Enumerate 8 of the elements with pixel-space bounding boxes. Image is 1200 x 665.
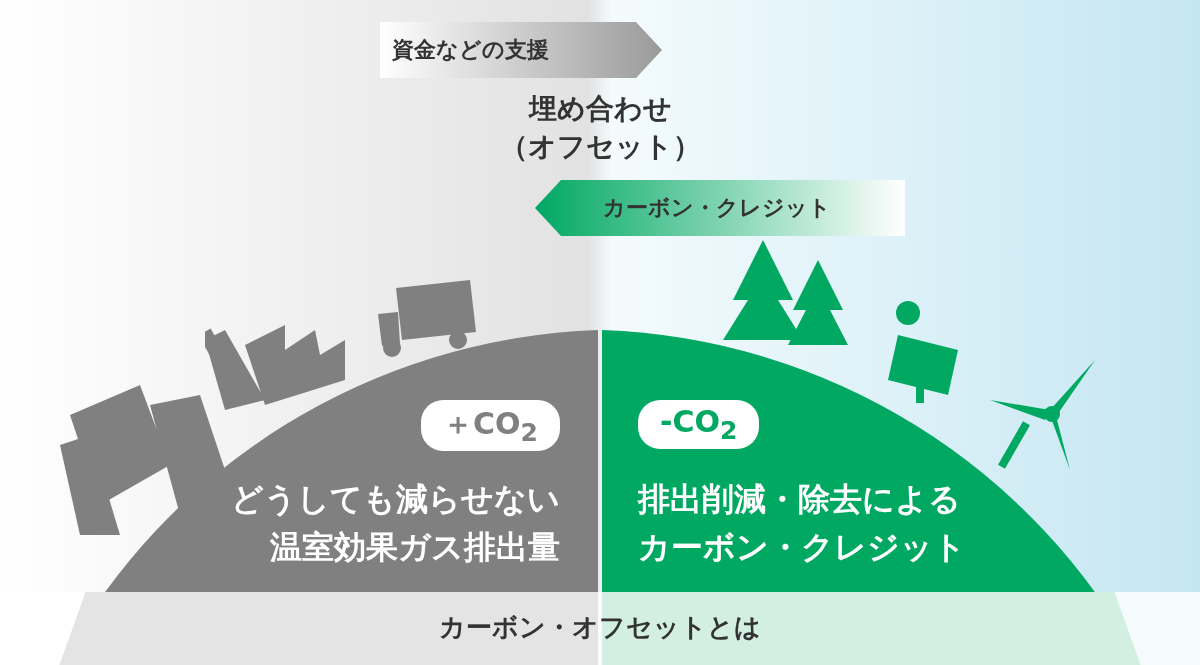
chevron-arrow: 資金などの支援 xyxy=(380,22,662,78)
description-text: どうしても減らせない温室効果ガス排出量 xyxy=(230,479,560,568)
description-text: 排出削減・除去によるカーボン・クレジット xyxy=(638,479,967,568)
caption-text: カーボン・オフセットとは xyxy=(438,611,762,644)
co2-badge: -CO$_{2}$ xyxy=(638,400,760,449)
label-text: 埋め合わせ（オフセット） xyxy=(498,91,702,165)
chevron-arrow: カーボン・クレジット xyxy=(535,180,905,236)
co2-badge: ＋CO$_{2}$ xyxy=(421,400,560,451)
